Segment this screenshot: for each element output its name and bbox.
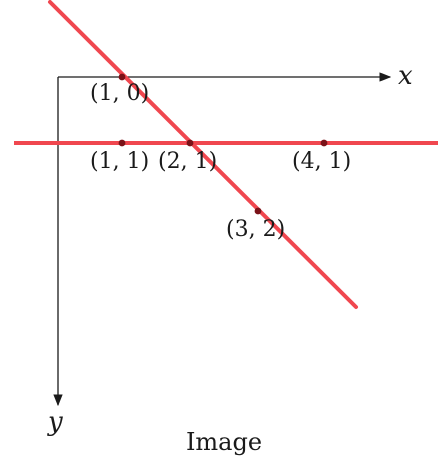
point-4-1 <box>320 139 328 147</box>
point-1-0 <box>118 73 126 81</box>
point-label-1-0: (1, 0) <box>90 81 149 106</box>
point-label-4-1: (4, 1) <box>292 149 351 174</box>
point-1-1 <box>118 139 126 147</box>
diagonal-line <box>48 0 358 309</box>
point-label-1-1: (1, 1) <box>90 149 149 174</box>
x-axis-label: x <box>398 61 413 91</box>
y-axis-label: y <box>47 407 63 437</box>
point-label-3-2: (3, 2) <box>226 217 285 242</box>
point-2-1 <box>186 139 194 147</box>
point-label-2-1: (2, 1) <box>158 149 217 174</box>
point-3-2 <box>254 207 262 215</box>
figure-caption: Image <box>186 428 262 456</box>
